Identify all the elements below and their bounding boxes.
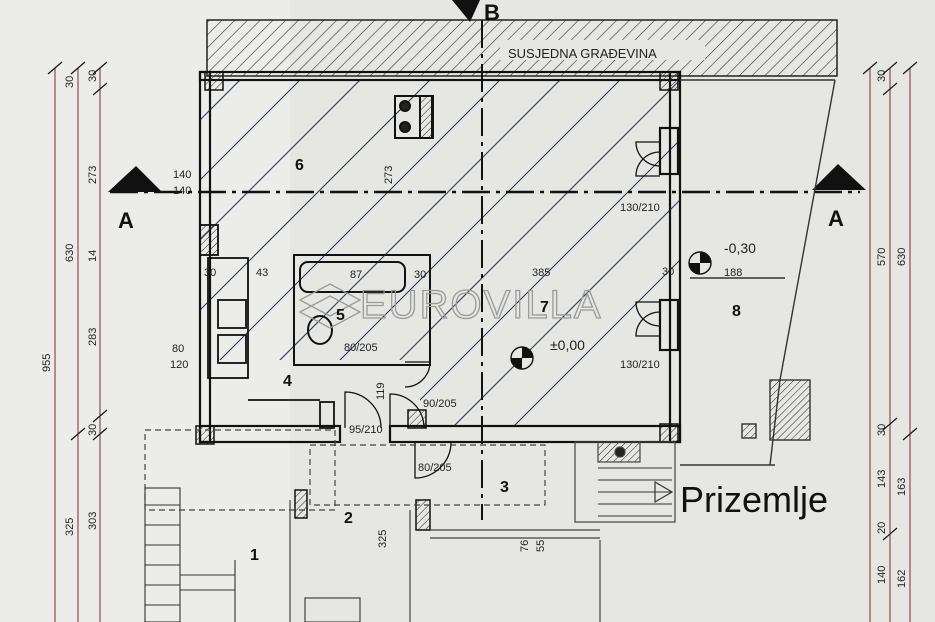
left-dim-303: 303 bbox=[87, 512, 99, 530]
left-dim-283: 283 bbox=[87, 328, 99, 346]
door-swings bbox=[344, 141, 661, 479]
left-dim-30-mid: 30 bbox=[87, 424, 99, 436]
stairs-left bbox=[144, 487, 601, 622]
room-label-6: 6 bbox=[295, 157, 304, 174]
room-label-7: 7 bbox=[540, 299, 549, 316]
left-dimension-lines bbox=[54, 68, 911, 622]
right-dim-143: 143 bbox=[876, 470, 888, 488]
watermark-text: EUROVILLA bbox=[360, 283, 603, 327]
level-marker-minus030 bbox=[688, 251, 712, 275]
watermark-logo bbox=[298, 283, 362, 329]
dim-273: 273 bbox=[383, 166, 395, 184]
right-dim-20: 20 bbox=[876, 522, 888, 534]
section-a-left-label: A bbox=[118, 208, 134, 233]
right-dim-162: 162 bbox=[896, 570, 908, 588]
right-dim-163: 163 bbox=[896, 478, 908, 496]
neighbor-building bbox=[206, 19, 838, 77]
left-dim-30-top: 30 bbox=[87, 70, 99, 82]
dim-385: 385 bbox=[532, 267, 550, 279]
dim-87: 87 bbox=[350, 269, 362, 281]
room-label-2: 2 bbox=[344, 510, 353, 527]
left-dim-273: 273 bbox=[87, 166, 99, 184]
level-label-minus: -0,30 bbox=[724, 240, 756, 256]
right-dim-140: 140 bbox=[876, 566, 888, 584]
opening-2: 130/210 bbox=[620, 359, 660, 371]
stairs-right bbox=[598, 467, 672, 517]
room-label-5: 5 bbox=[336, 307, 345, 324]
room-label-8: 8 bbox=[732, 303, 741, 320]
floor-title: Prizemlje bbox=[680, 479, 828, 520]
left-dim-955: 955 bbox=[41, 354, 53, 372]
dim-188: 188 bbox=[724, 267, 742, 279]
section-a-left-arrow bbox=[108, 166, 162, 192]
right-dim-30-mid: 30 bbox=[876, 424, 888, 436]
neighbor-label: SUSJEDNA GRAĐEVINA bbox=[508, 46, 657, 61]
dim-140-a: 140 bbox=[173, 169, 191, 181]
dim-30-a: 30 bbox=[204, 267, 216, 279]
opening-1: 130/210 bbox=[620, 202, 660, 214]
bathroom-walls bbox=[293, 95, 434, 366]
section-b-arrow bbox=[452, 0, 480, 22]
lower-area bbox=[144, 429, 676, 539]
dim-119: 119 bbox=[375, 382, 387, 400]
right-dim-570: 570 bbox=[876, 248, 888, 266]
dim-76: 76 bbox=[519, 540, 531, 552]
opening-3: 80/205 bbox=[344, 342, 378, 354]
terrace-outline bbox=[680, 79, 836, 466]
room-label-3: 3 bbox=[500, 479, 509, 496]
right-dim-30-top: 30 bbox=[876, 70, 888, 82]
dim-30-b: 30 bbox=[414, 269, 426, 281]
wall-columns bbox=[195, 71, 679, 531]
level-marker-0 bbox=[510, 346, 534, 370]
opening-4: 90/205 bbox=[423, 398, 457, 410]
dim-55: 55 bbox=[535, 540, 547, 552]
room-label-1: 1 bbox=[250, 547, 259, 564]
left-dim-325: 325 bbox=[64, 518, 76, 536]
room4-partition bbox=[248, 399, 335, 429]
dim-325-inner: 325 bbox=[377, 530, 389, 548]
level-label-0: ±0,00 bbox=[550, 337, 585, 353]
kitchen-counter bbox=[199, 224, 249, 379]
dim-30-c: 30 bbox=[662, 266, 674, 278]
dim-120: 120 bbox=[170, 359, 188, 371]
opening-6: 80/205 bbox=[418, 462, 452, 474]
left-dim-14: 14 bbox=[87, 250, 99, 262]
section-a-right-label: A bbox=[828, 206, 844, 231]
dim-140-b: 140 bbox=[173, 185, 191, 197]
left-dim-30-corner: 30 bbox=[64, 76, 76, 88]
room-label-4: 4 bbox=[283, 373, 292, 390]
section-a-right-arrow bbox=[812, 164, 866, 190]
opening-5: 95/210 bbox=[349, 424, 383, 436]
right-dim-630: 630 bbox=[896, 248, 908, 266]
dim-43: 43 bbox=[256, 267, 268, 279]
dimension-ticks bbox=[47, 61, 918, 541]
left-dim-630: 630 bbox=[64, 244, 76, 262]
dim-80: 80 bbox=[172, 343, 184, 355]
section-b-label: B bbox=[484, 0, 500, 25]
